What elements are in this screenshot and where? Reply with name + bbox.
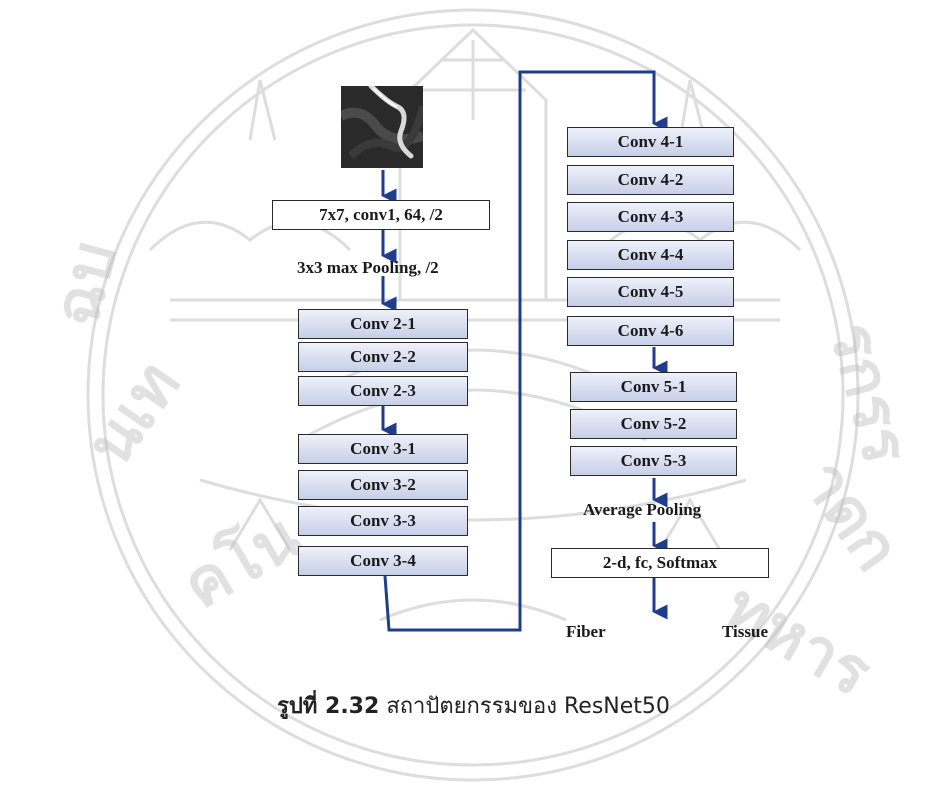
figure-number: รูปที่ 2.32 bbox=[277, 694, 379, 719]
conv-2-2-box: Conv 2-2 bbox=[298, 342, 468, 372]
conv-4-5-box: Conv 4-5 bbox=[567, 277, 734, 307]
fiber-input-image bbox=[341, 86, 423, 168]
figure-title: สถาปัตยกรรมของ ResNet50 bbox=[386, 694, 670, 719]
conv-4-3-box: Conv 4-3 bbox=[567, 202, 734, 232]
conv-3-2-box: Conv 3-2 bbox=[298, 470, 468, 500]
conv-5-2-box: Conv 5-2 bbox=[570, 409, 737, 439]
conv-2-1-box: Conv 2-1 bbox=[298, 309, 468, 339]
conv-3-1-box: Conv 3-1 bbox=[298, 434, 468, 464]
conv-5-3-box: Conv 5-3 bbox=[570, 446, 737, 476]
conv1-box: 7x7, conv1, 64, /2 bbox=[272, 200, 490, 230]
average-pooling-label: Average Pooling bbox=[583, 500, 701, 520]
conv-4-4-box: Conv 4-4 bbox=[567, 240, 734, 270]
fc-softmax-box: 2-d, fc, Softmax bbox=[551, 548, 769, 578]
conv-3-3-box: Conv 3-3 bbox=[298, 506, 468, 536]
conv-5-1-box: Conv 5-1 bbox=[570, 372, 737, 402]
conv-2-3-box: Conv 2-3 bbox=[298, 376, 468, 406]
conv-3-4-box: Conv 3-4 bbox=[298, 546, 468, 576]
conv-4-2-box: Conv 4-2 bbox=[567, 165, 734, 195]
output-tissue-label: Tissue bbox=[722, 622, 768, 642]
figure-caption: รูปที่ 2.32 สถาปัตยกรรมของ ResNet50 bbox=[0, 688, 947, 723]
output-fiber-label: Fiber bbox=[566, 622, 606, 642]
conv-4-1-box: Conv 4-1 bbox=[567, 127, 734, 157]
max-pooling-label: 3x3 max Pooling, /2 bbox=[297, 258, 439, 278]
conv-4-6-box: Conv 4-6 bbox=[567, 316, 734, 346]
